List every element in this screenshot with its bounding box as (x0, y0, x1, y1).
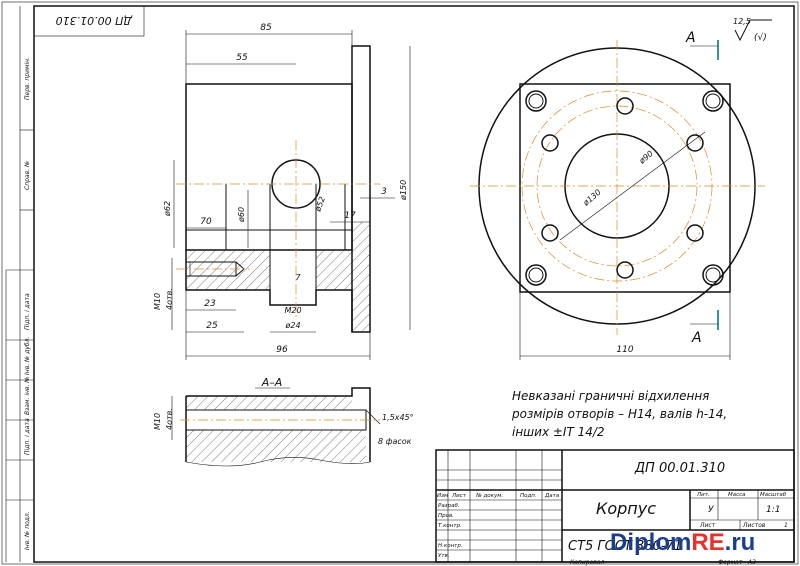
watermark-prefix: Diplom (610, 529, 692, 556)
tb-material: СТ5 ГОСТ 380-71 (568, 539, 682, 554)
strip-label-6: Підп. і дата (24, 418, 31, 455)
section-chamfer: 1,5x45° (382, 413, 414, 422)
section-letter-top: А (685, 30, 696, 46)
tb-lit-label: Лит. (696, 492, 710, 498)
watermark: DiplomRE.ru (610, 528, 795, 558)
roughness-symbol: 12,5 (√) (733, 17, 772, 43)
strip-label-1: Перв. примін. (24, 57, 31, 100)
strip-label-4: Інв. № дубл. (24, 337, 31, 375)
tb-header-doc: № докум. (475, 493, 503, 499)
tb-sheets-value: 1 (784, 522, 788, 529)
roughness-symbol-text: (√) (754, 32, 767, 43)
section-hatch-right (316, 250, 352, 290)
tb-header-list: Лист (451, 493, 467, 499)
roughness-value: 12,5 (733, 17, 751, 26)
tb-sheets-label: Листов (742, 522, 766, 529)
note-line-2: розмірів отворів – Н14, валів h-14, (511, 407, 727, 421)
notes: Невказані граничні відхилення розмірів о… (511, 389, 727, 439)
section-title: А–А (261, 376, 283, 389)
tb-role-5: Утв. (438, 553, 450, 559)
top-view: ø90 ø130 110 А А (470, 30, 765, 360)
tb-scale-label: Масштаб (760, 492, 787, 498)
small-holes (541, 97, 704, 279)
strip-label-2: Справ. № (24, 161, 31, 190)
dim-d90: ø90 (637, 149, 655, 166)
section-hatch-left (186, 250, 270, 290)
tb-scale-value: 1:1 (766, 505, 780, 515)
format-label: Формат (718, 559, 743, 566)
section-view: А–А M10 4отв. 1,5x45° 8 фасок (153, 376, 414, 467)
dim-angle-7: 7 (295, 273, 301, 282)
tb-role-4: Н.контр. (438, 543, 463, 549)
tb-header-date: Дата (544, 493, 560, 499)
rotated-stamp-text: ДП 00.01.310 (56, 14, 133, 27)
strip-label-5: Взам. інв. № (24, 376, 31, 415)
tb-role-2: Пров. (438, 513, 454, 519)
dim-70: 70 (200, 217, 212, 227)
dim-23: 23 (204, 299, 216, 309)
dim-85: 85 (260, 23, 272, 33)
dim-96: 96 (276, 345, 288, 355)
dim-110: 110 (616, 345, 633, 355)
section-chamfer-note: 8 фасок (378, 437, 412, 446)
watermark-accent: RE (691, 529, 725, 556)
section-dim-4holes: 4отв. (165, 408, 174, 430)
dim-d60: ø60 (237, 207, 246, 223)
format-value: А3 (747, 559, 756, 566)
watermark-suffix: .ru (724, 529, 756, 556)
tb-code: ДП 00.01.310 (634, 461, 725, 476)
strip-label-7: Інв. № подл. (24, 511, 31, 550)
tb-sheet-label: Лист (699, 522, 716, 529)
dim-d62: ø62 (163, 201, 172, 217)
copied-label: Копировал (570, 559, 604, 566)
note-line-3: інших ±IT 14/2 (512, 425, 605, 439)
dim-17: 17 (344, 211, 356, 221)
dim-4holes: 4отв. (165, 288, 174, 310)
dim-25: 25 (206, 321, 218, 331)
dim-m10: M10 (153, 293, 162, 310)
dim-d130: ø130 (581, 188, 603, 209)
tb-role-3: Т.контр. (438, 523, 462, 529)
tb-mass-label: Масса (728, 492, 746, 498)
title-block: Изм Лист № докум. Подп. Дата Разраб. Про… (435, 449, 795, 563)
side-strip: Перв. примін. Справ. № Підп. і дата Інв.… (5, 6, 34, 562)
tb-name: Корпус (596, 499, 656, 518)
section-letter-bottom: А (691, 330, 702, 346)
dim-d150: ø150 (399, 180, 408, 201)
strip-label-3: Підп. і дата (24, 293, 31, 330)
inner-frame (33, 5, 795, 563)
section-hatch-flange (352, 222, 370, 332)
dim-d24: ø24 (284, 321, 300, 330)
tb-header-izm: Изм (437, 493, 448, 499)
dim-m20: M20 (284, 306, 301, 315)
rotated-stamp: ДП 00.01.310 (33, 5, 145, 37)
corner-holes (525, 90, 724, 286)
side-view: 85 55 ø62 ø60 ø52 ø150 70 17 3 M10 4отв.… (153, 23, 411, 360)
dim-55: 55 (236, 53, 248, 63)
tb-role-1: Разраб. (438, 503, 460, 509)
flange-square (519, 83, 731, 293)
tb-lit-value: У (708, 505, 714, 515)
note-line-1: Невказані граничні відхилення (512, 389, 709, 403)
section-dim-m10: M10 (153, 413, 162, 430)
dim-3: 3 (381, 187, 387, 197)
tb-header-sign: Подп. (520, 493, 537, 499)
bolt-circle-130 (536, 105, 698, 267)
